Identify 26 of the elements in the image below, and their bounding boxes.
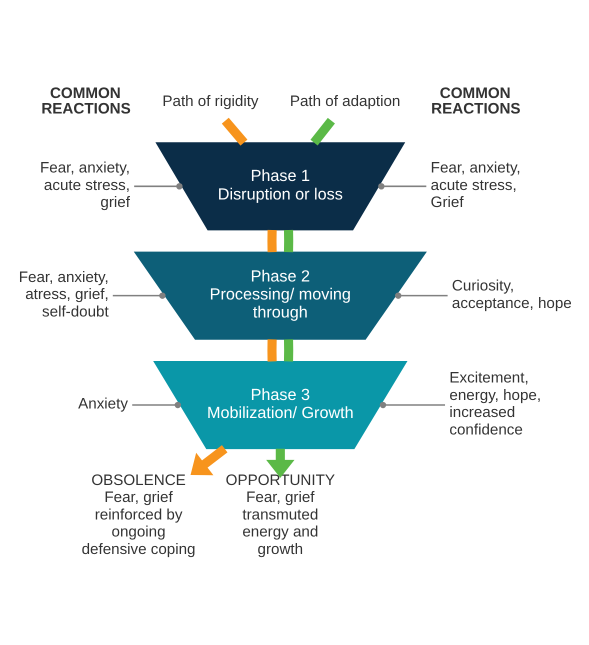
node-text: Excitement, energy, hope, increased confidence bbox=[449, 370, 542, 438]
connector bbox=[284, 230, 294, 252]
connector bbox=[310, 118, 335, 146]
connector bbox=[284, 339, 294, 362]
connector bbox=[112, 292, 166, 299]
connector bbox=[378, 183, 426, 190]
connector bbox=[267, 339, 277, 362]
label: COMMON REACTIONS bbox=[431, 85, 521, 118]
connector bbox=[222, 118, 248, 146]
label: COMMON REACTIONS bbox=[41, 85, 131, 118]
node-text: Anxiety bbox=[78, 396, 128, 413]
arrow bbox=[266, 448, 295, 478]
connector bbox=[380, 402, 446, 408]
node-text: Path of rigidity bbox=[162, 92, 259, 110]
node-text: OPPORTUNITY Fear, grief transmuted energy and growth bbox=[226, 472, 335, 558]
node-text: OBSOLENCE Fear, grief reinforced by ongoing defensive coping bbox=[82, 472, 196, 558]
node-text: Fear, anxiety, atress, grief, self-doubt bbox=[18, 269, 109, 320]
node-text: Path of adaption bbox=[290, 92, 400, 110]
connector bbox=[395, 292, 448, 299]
node-text: Fear, anxiety, acute stress, grief bbox=[40, 160, 130, 212]
connector bbox=[267, 230, 277, 252]
connector bbox=[132, 402, 181, 408]
node-text: Fear, anxiety, acute stress, Grief bbox=[430, 160, 521, 212]
node-text: Curiosity, acceptance, hope bbox=[452, 278, 572, 312]
connector bbox=[134, 183, 183, 190]
arrow bbox=[190, 445, 228, 476]
